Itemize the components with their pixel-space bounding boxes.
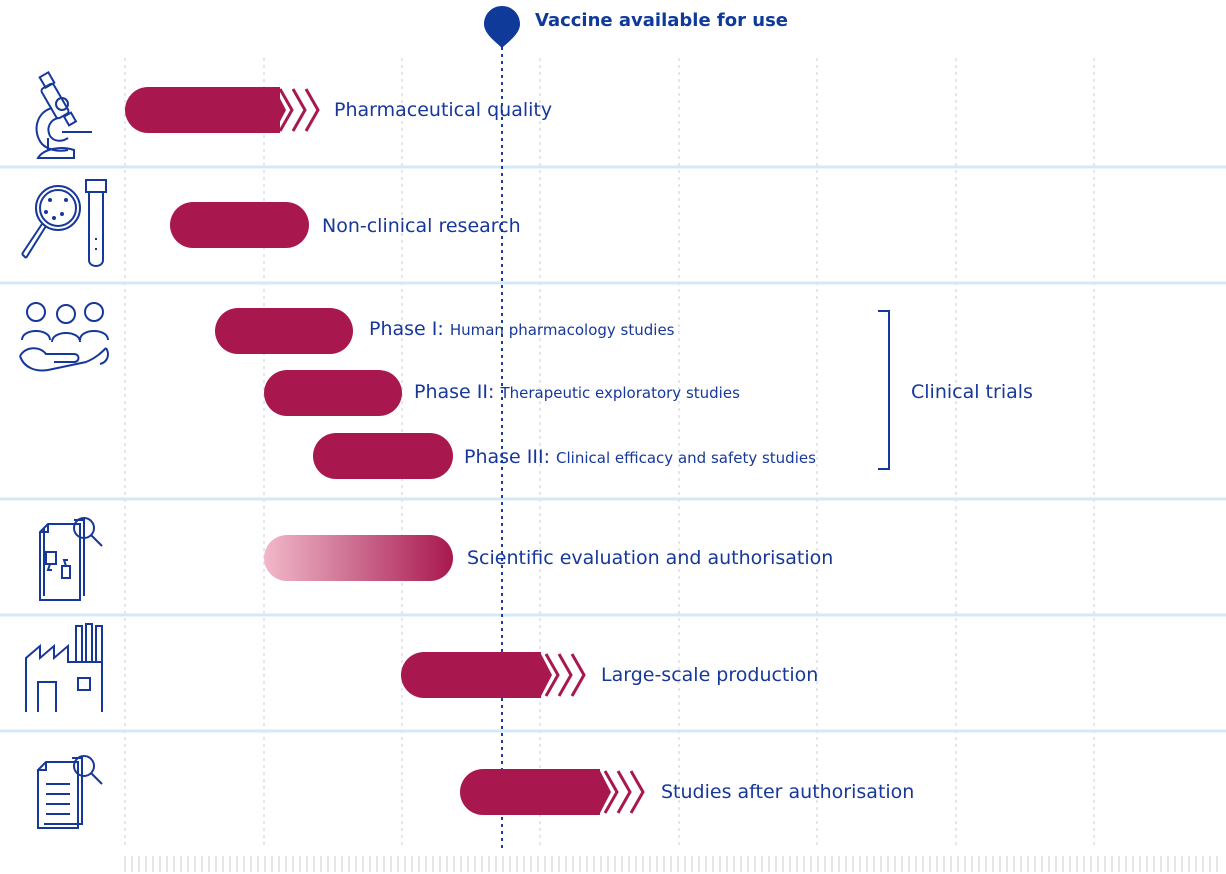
phase-1-label: Phase I: Human pharmacology studies — [369, 318, 675, 340]
phase-3-bar — [313, 433, 453, 479]
scientific-evaluation-bar — [264, 535, 453, 581]
pharmaceutical-quality-bar — [125, 87, 280, 133]
row-label-pharmaceutical-quality: Pharmaceutical quality — [334, 99, 553, 121]
people-hands-icon — [16, 298, 112, 378]
phase-1-description: Human pharmacology studies — [449, 321, 675, 339]
bottom-tick-scale — [124, 856, 1218, 872]
row-dividers — [0, 165, 1226, 733]
chevron-continuation-icon — [262, 87, 320, 133]
studies-after-authorisation-bar — [460, 769, 600, 815]
non-clinical-research-bar — [170, 202, 309, 248]
microscope-icon — [18, 70, 98, 165]
marker-label: Vaccine available for use — [535, 10, 789, 31]
magnifier-test-tube-icon — [16, 178, 112, 268]
phase-2-description: Therapeutic exploratory studies — [500, 384, 740, 402]
row-label-large-scale-production: Large-scale production — [601, 664, 819, 686]
clinical-trials-bracket — [878, 310, 890, 470]
phase-2-title: Phase II: — [414, 381, 495, 403]
row-label-scientific-evaluation: Scientific evaluation and authorisation — [467, 547, 834, 569]
phase-3-title: Phase III: — [464, 446, 550, 468]
phase-1-title: Phase I: — [369, 318, 444, 340]
phase-2-label: Phase II: Therapeutic exploratory studie… — [414, 381, 740, 403]
chevron-continuation-icon — [587, 769, 645, 815]
phase-3-description: Clinical efficacy and safety studies — [556, 449, 816, 467]
vertical-gridlines — [124, 58, 1095, 848]
row-label-clinical-trials: Clinical trials — [911, 381, 1033, 403]
location-pin-icon — [484, 6, 520, 48]
phase-1-bar — [215, 308, 353, 354]
phase-3-label: Phase III: Clinical efficacy and safety … — [464, 446, 816, 468]
large-scale-production-bar — [401, 652, 541, 698]
factory-icon — [22, 622, 106, 718]
document-search-icon — [34, 752, 106, 832]
row-label-studies-after-authorisation: Studies after authorisation — [661, 781, 915, 803]
document-evaluation-icon — [34, 512, 106, 604]
row-label-non-clinical-research: Non-clinical research — [322, 215, 521, 237]
chevron-continuation-icon — [528, 652, 586, 698]
phase-2-bar — [264, 370, 402, 416]
